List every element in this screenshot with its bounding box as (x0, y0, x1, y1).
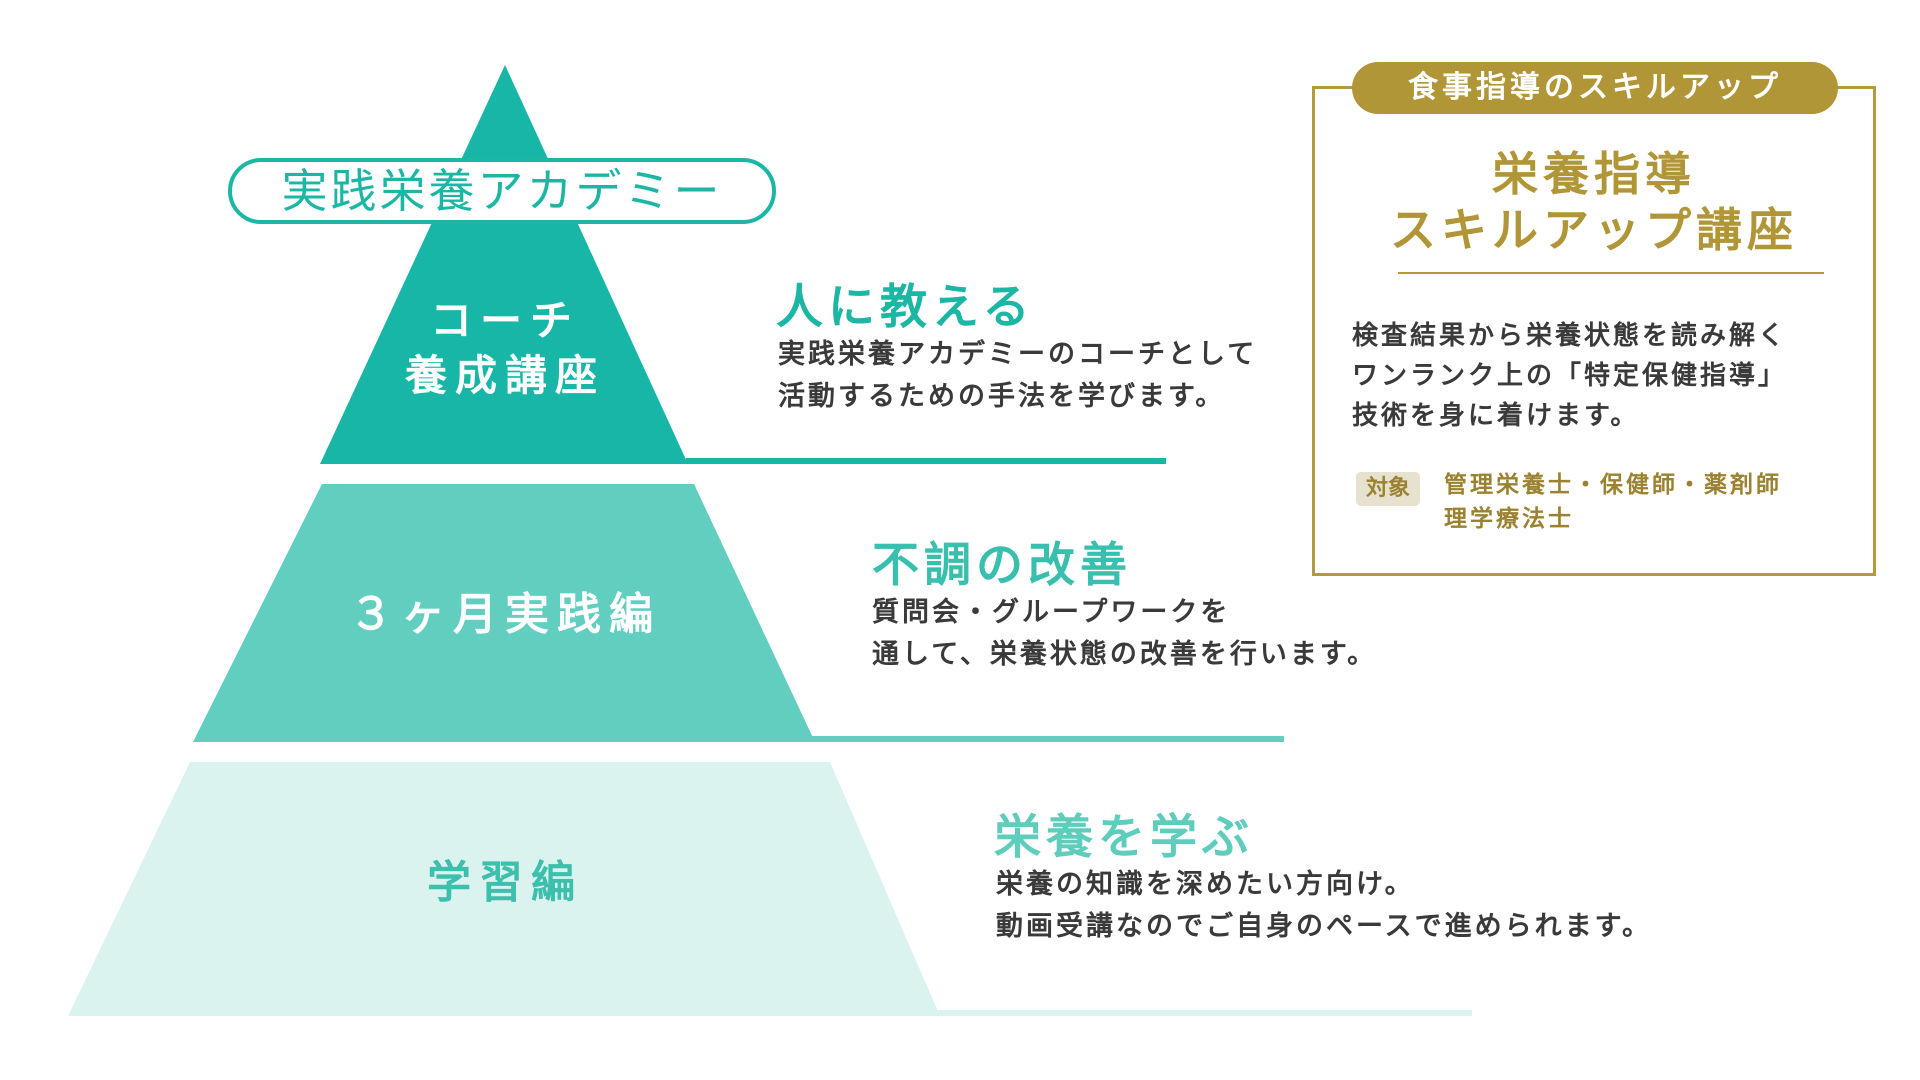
tier-top-label: コーチ 養成講座 (305, 294, 705, 403)
pyramid-tier-bottom-shape (68, 762, 940, 1016)
tier-top-description: 実践栄養アカデミーのコーチとして 活動するための手法を学びます。 (778, 334, 1257, 418)
skill-up-title-line-2: スキルアップ講座 (1390, 203, 1798, 257)
tier-bottom-label-line-1: 学習編 (427, 857, 583, 908)
skill-up-divider (1398, 272, 1824, 274)
tier-top-desc-line-1: 実践栄養アカデミーのコーチとして (778, 339, 1258, 370)
skill-up-title-line-1: 栄養指導 (1492, 147, 1696, 201)
academy-name-badge: 実践栄養アカデミー (228, 158, 776, 224)
tier-middle-underline (812, 736, 1284, 742)
tier-middle-desc-line-2: 通して、栄養状態の改善を行います。 (872, 639, 1378, 670)
pyramid-tier-middle-shape (193, 484, 815, 742)
target-audience-line-2: 理学療法士 (1444, 506, 1574, 532)
tier-middle-description: 質問会・グループワークを 通して、栄養状態の改善を行います。 (872, 592, 1377, 676)
skill-up-tag: 食事指導のスキルアップ (1352, 62, 1838, 114)
tier-bottom-desc-line-2: 動画受講なのでご自身のペースで進められます。 (996, 911, 1652, 942)
skill-up-desc-line-1: 検査結果から栄養状態を読み解く (1352, 321, 1788, 351)
tier-bottom-underline (936, 1010, 1472, 1016)
tier-top-heading: 人に教える (776, 280, 1035, 335)
tier-middle-desc-line-1: 質問会・グループワークを (872, 597, 1231, 628)
tier-bottom-heading: 栄養を学ぶ (994, 810, 1254, 865)
skill-up-description: 検査結果から栄養状態を読み解く ワンランク上の「特定保健指導」 技術を身に着けま… (1352, 316, 1787, 436)
tier-middle-heading: 不調の改善 (872, 538, 1132, 593)
target-audience-list: 管理栄養士・保健師・薬剤師 理学療法士 (1444, 468, 1782, 536)
tier-top-label-line-1: コーチ (429, 296, 580, 345)
tier-middle-label-line-1: ３ヶ月実践編 (349, 589, 661, 640)
skill-up-title: 栄養指導 スキルアップ講座 (1312, 146, 1876, 258)
tier-top-desc-line-2: 活動するための手法を学びます。 (778, 381, 1226, 412)
tier-top-underline (686, 458, 1166, 464)
tier-bottom-description: 栄養の知識を深めたい方向け。 動画受講なのでご自身のペースで進められます。 (996, 864, 1652, 948)
tier-bottom-desc-line-1: 栄養の知識を深めたい方向け。 (996, 869, 1415, 900)
skill-up-desc-line-2: ワンランク上の「特定保健指導」 (1352, 361, 1788, 391)
target-audience-line-1: 管理栄養士・保健師・薬剤師 (1444, 472, 1782, 498)
tier-middle-label: ３ヶ月実践編 (305, 586, 705, 643)
skill-up-desc-line-3: 技術を身に着けます。 (1352, 401, 1640, 431)
tier-top-label-line-2: 養成講座 (404, 350, 605, 400)
pyramid-tier-top-shape (320, 65, 688, 464)
tier-bottom-label: 学習編 (305, 854, 705, 911)
target-audience-badge: 対象 (1356, 472, 1420, 506)
